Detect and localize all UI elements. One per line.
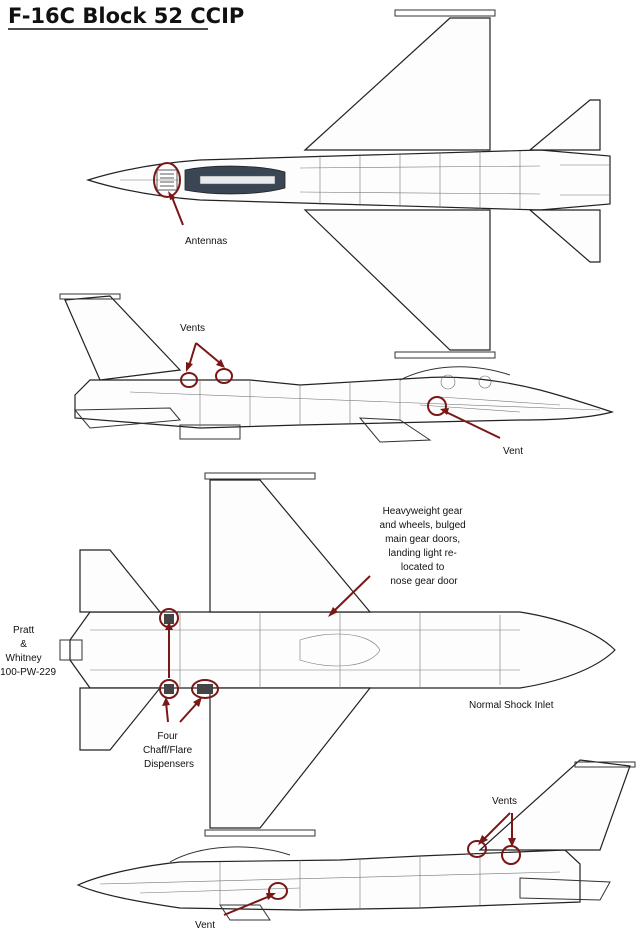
vent-highlight-1 bbox=[180, 372, 198, 388]
vent-label-upper: Vent bbox=[503, 446, 523, 457]
dispenser-2 bbox=[164, 684, 174, 694]
vent-highlight-5 bbox=[501, 845, 521, 865]
vents-label-lower: Vents bbox=[492, 796, 517, 807]
inlet-label: Normal Shock Inlet bbox=[469, 700, 554, 711]
side-view-upper: Vents Vent bbox=[59, 293, 615, 457]
dispenser-highlight-2 bbox=[159, 679, 179, 699]
dispenser-highlight-3 bbox=[191, 679, 219, 699]
top-view: Antennas bbox=[85, 9, 611, 359]
side-view-lower: Vents Vent bbox=[76, 759, 636, 931]
engine-note: Pratt & Whitney F100-PW-229 bbox=[0, 625, 56, 678]
dispenser-1 bbox=[164, 614, 174, 624]
vent-highlight-2 bbox=[215, 368, 233, 384]
dispenser-3 bbox=[197, 684, 213, 694]
vents-label-upper: Vents bbox=[180, 323, 205, 334]
vent-highlight-6 bbox=[268, 882, 288, 900]
page-title: F-16C Block 52 CCIP bbox=[8, 4, 244, 28]
chaff-note: Four Chaff/Flare Dispensers bbox=[143, 731, 195, 770]
antennas-highlight bbox=[153, 162, 181, 198]
antenna-panels bbox=[156, 169, 178, 191]
gear-note: Heavyweight gear and wheels, bulged main… bbox=[380, 506, 469, 587]
antennas-label: Antennas bbox=[185, 236, 227, 247]
vent-highlight-3 bbox=[427, 396, 447, 416]
bottom-view: Heavyweight gear and wheels, bulged main… bbox=[0, 472, 616, 837]
vent-highlight-4 bbox=[467, 840, 487, 858]
vent-label-lower: Vent bbox=[195, 920, 215, 931]
